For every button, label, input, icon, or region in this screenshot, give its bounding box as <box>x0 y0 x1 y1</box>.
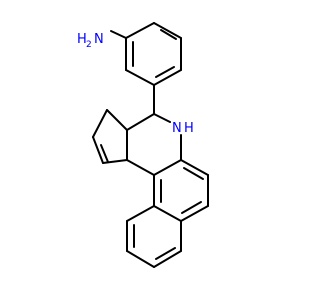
bond <box>126 159 155 176</box>
background <box>0 0 300 300</box>
bond <box>153 113 171 123</box>
bond <box>153 159 182 176</box>
atom-labels: H 2 N N H <box>77 32 194 136</box>
amine-nitrogen-label: N <box>94 32 104 47</box>
bond-lines <box>92 22 209 268</box>
bond <box>100 144 109 163</box>
bond <box>92 136 104 164</box>
bond <box>153 22 182 39</box>
bond <box>180 205 209 222</box>
bond <box>110 30 127 39</box>
ring-nitrogen-hydrogen-label: H <box>184 121 194 136</box>
molecule-diagram: H 2 N N H <box>0 0 300 300</box>
bond <box>153 250 182 268</box>
amine-hydrogen-count-label: 2 <box>86 40 92 50</box>
bond <box>155 247 176 260</box>
bond <box>155 66 175 78</box>
bond <box>180 159 209 176</box>
bond <box>153 69 182 86</box>
bond <box>183 167 204 180</box>
bond <box>92 109 108 138</box>
bond <box>125 69 155 86</box>
bond <box>126 205 155 222</box>
bond <box>126 113 155 131</box>
bond <box>160 29 177 40</box>
bond <box>181 201 202 214</box>
amine-hydrogen-label: H <box>77 32 87 47</box>
bond <box>106 109 128 131</box>
bond <box>126 250 155 268</box>
bond <box>153 205 182 222</box>
bond <box>102 159 128 164</box>
bond <box>125 22 155 39</box>
ring-nitrogen-label: N <box>172 121 182 136</box>
